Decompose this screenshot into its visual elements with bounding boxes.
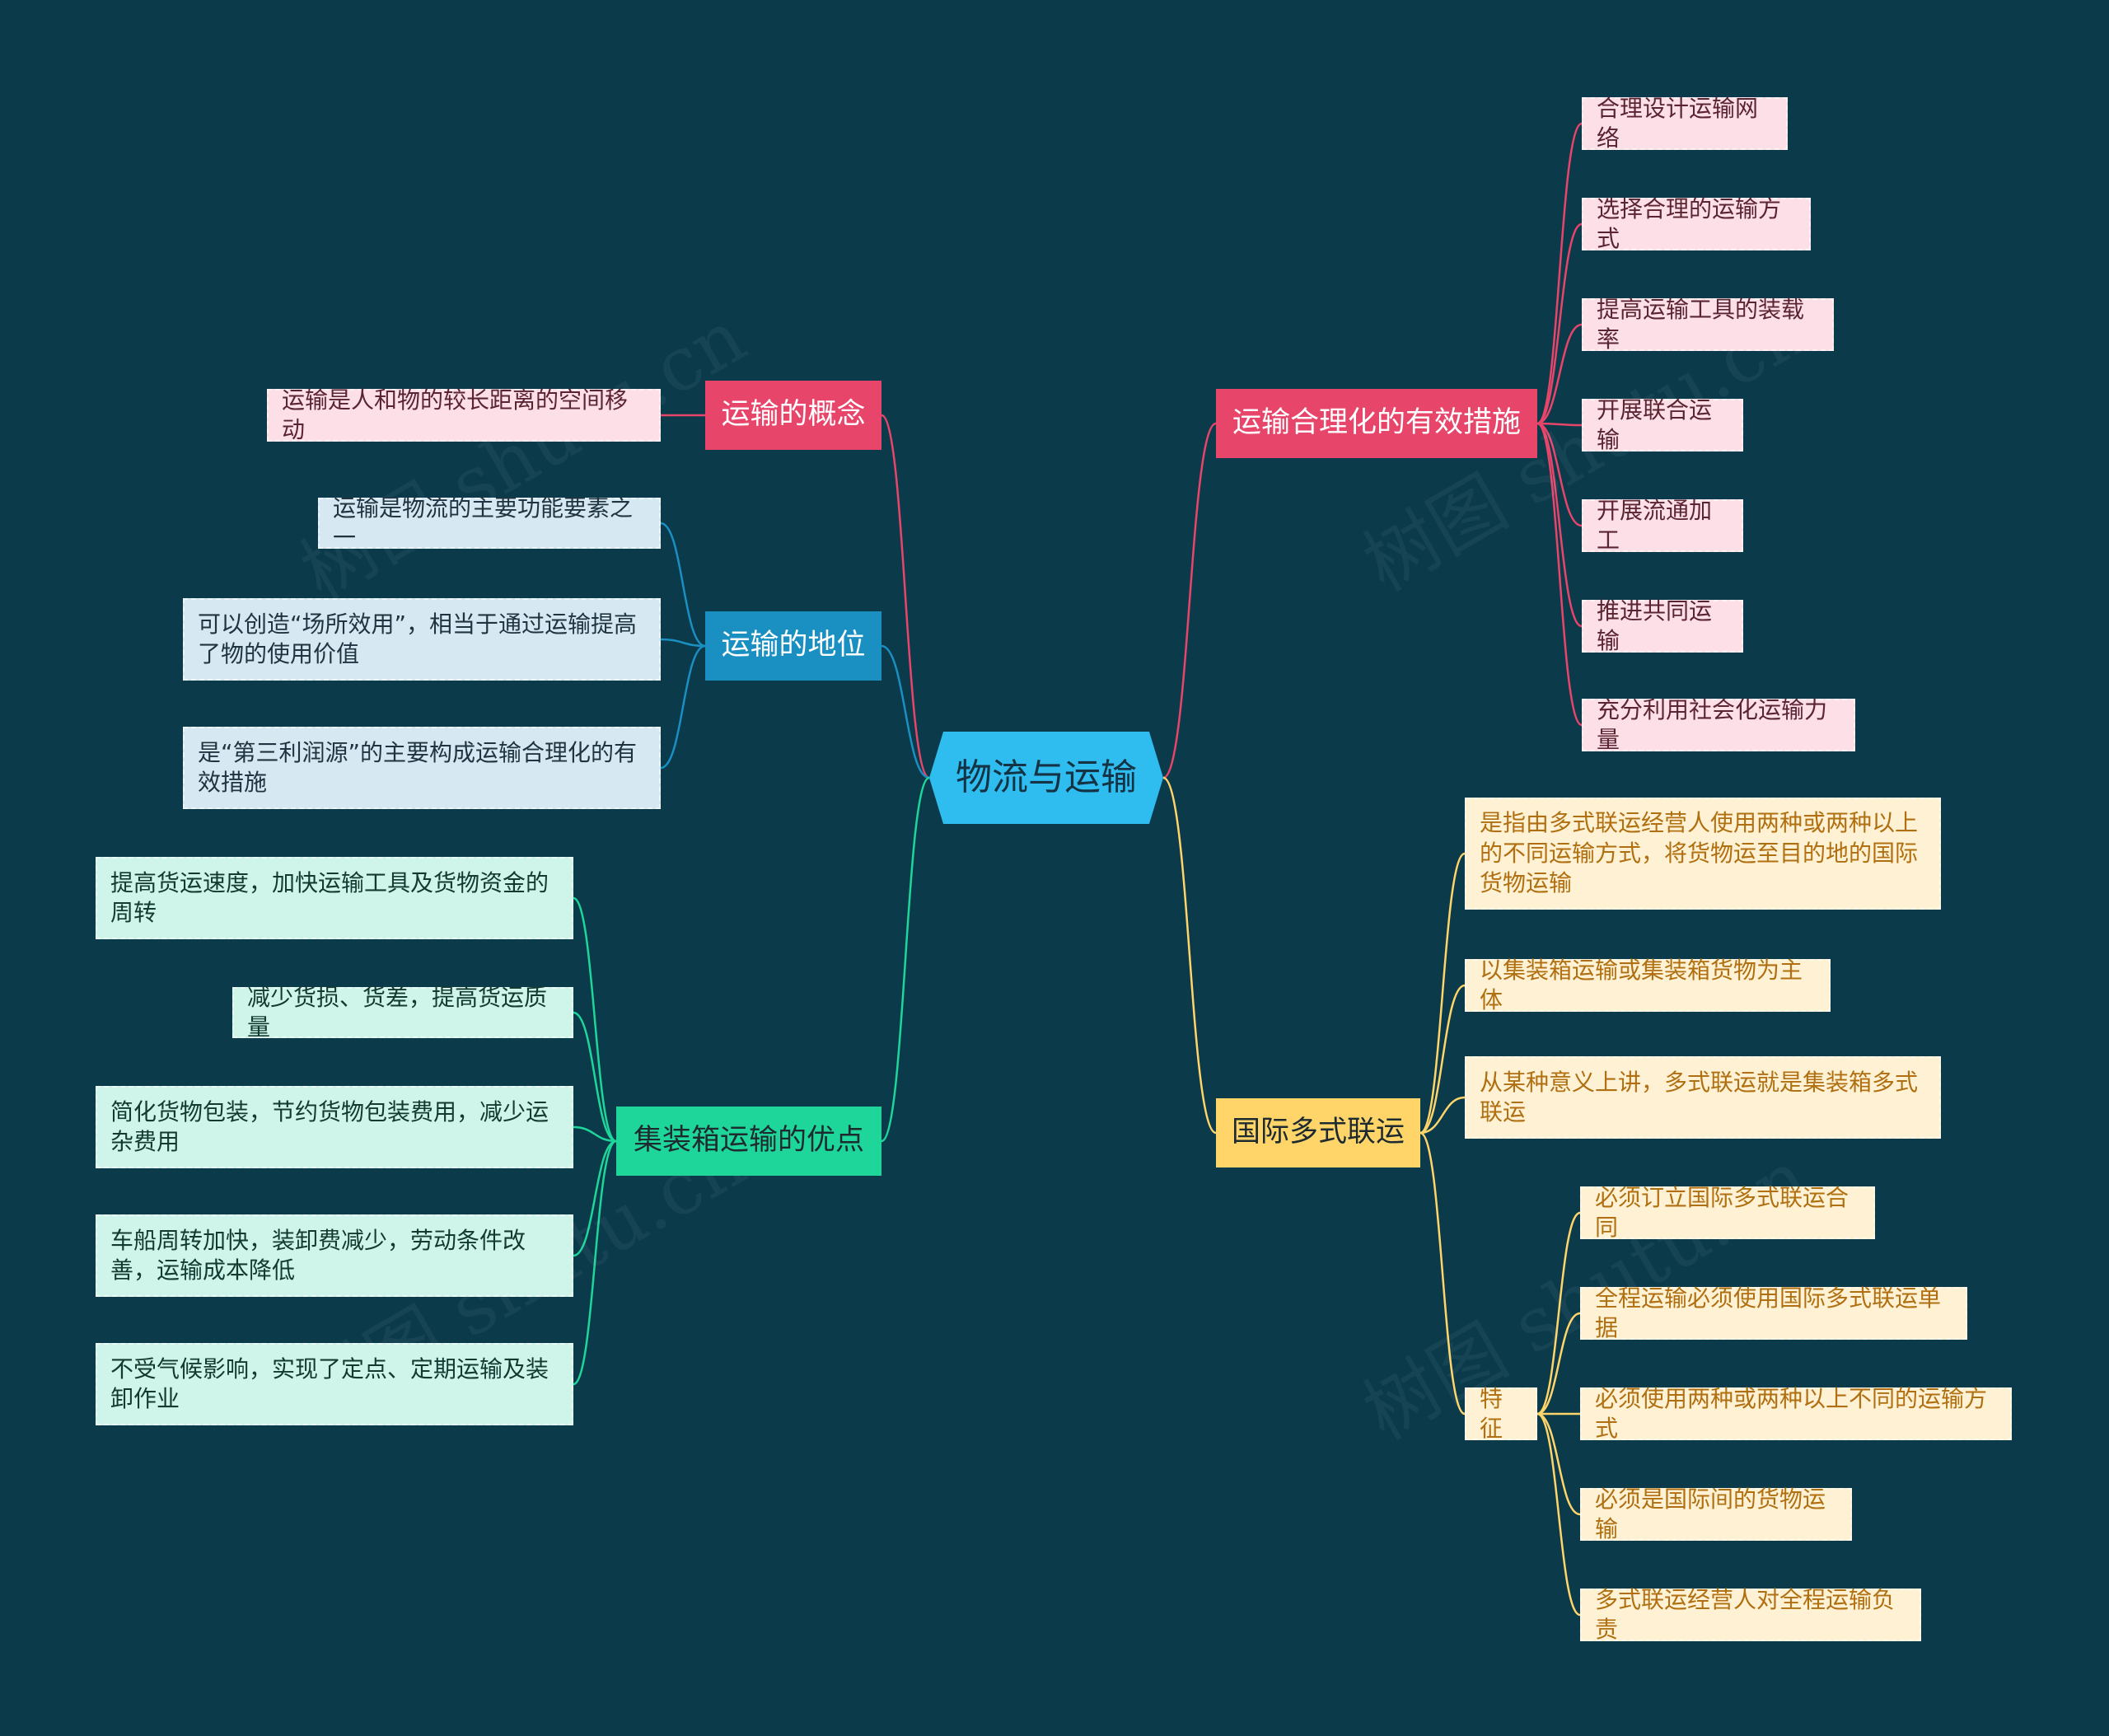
link-multimodal-item — [1419, 852, 1466, 1135]
link-position-item — [660, 644, 706, 770]
link-position-item — [660, 638, 706, 648]
link-root-container — [881, 776, 930, 1143]
link-container-item — [573, 1011, 617, 1143]
link-rational-item — [1536, 422, 1583, 727]
link-container-item — [573, 1125, 617, 1143]
rational-item[interactable]: 提高运输工具的装载率 — [1582, 296, 1834, 353]
link-feature-item — [1536, 1412, 1581, 1617]
feature-item[interactable]: 必须使用两种或两种以上不同的运输方式 — [1580, 1385, 2012, 1442]
branch-container[interactable]: 集装箱运输的优点 — [616, 1107, 881, 1176]
link-position-item — [660, 522, 706, 648]
link-container-item — [573, 1139, 617, 1257]
link-rational-item — [1536, 222, 1583, 425]
position-item[interactable]: 是“第三利润源”的主要构成运输合理化的有效措施 — [183, 727, 661, 809]
link-multimodal-item — [1419, 984, 1466, 1135]
concept-item[interactable]: 运输是人和物的较长距离的空间移动 — [267, 386, 661, 443]
feature-item[interactable]: 必须订立国际多式联运合同 — [1580, 1184, 1875, 1241]
link-feature-item — [1536, 1312, 1581, 1415]
rational-item[interactable]: 推进共同运输 — [1582, 597, 1743, 654]
link-root-position — [881, 644, 930, 779]
container-item[interactable]: 简化货物包装，节约货物包装费用，减少运杂费用 — [96, 1086, 573, 1168]
link-rational-item — [1536, 323, 1583, 425]
rational-item[interactable]: 开展流通加工 — [1582, 497, 1743, 554]
link-rational-item — [1536, 422, 1583, 527]
position-item[interactable]: 可以创造“场所效用”，相当于通过运输提高了物的使用价值 — [183, 598, 661, 681]
link-multimodal-item — [1419, 1096, 1466, 1135]
link-container-item — [573, 896, 617, 1143]
rational-item[interactable]: 开展联合运输 — [1582, 396, 1743, 453]
multimodal-item[interactable]: 以集装箱运输或集装箱货物为主体 — [1465, 957, 1831, 1013]
link-feature-item — [1536, 1412, 1581, 1516]
link-rational-item — [1536, 122, 1583, 425]
container-item[interactable]: 不受气候影响，实现了定点、定期运输及装卸作业 — [96, 1343, 573, 1425]
link-multimodal-item — [1419, 1131, 1466, 1415]
container-item[interactable]: 提高货运速度，加快运输工具及货物资金的周转 — [96, 857, 573, 939]
container-item[interactable]: 减少货损、货差，提高货运质量 — [232, 984, 573, 1041]
link-root-concept — [881, 414, 930, 779]
branch-multimodal[interactable]: 国际多式联运 — [1216, 1098, 1420, 1167]
link-rational-item — [1536, 422, 1583, 628]
link-feature-item — [1536, 1211, 1581, 1415]
multimodal-item[interactable]: 是指由多式联运经营人使用两种或两种以上的不同运输方式，将货物运至目的地的国际货物… — [1465, 798, 1941, 910]
multimodal-item[interactable]: 从某种意义上讲，多式联运就是集装箱多式联运 — [1465, 1056, 1941, 1139]
rational-item[interactable]: 选择合理的运输方式 — [1582, 195, 1811, 252]
link-root-multimodal — [1162, 776, 1217, 1135]
root-node[interactable]: 物流与运输 — [929, 732, 1163, 824]
features-node[interactable]: 特征 — [1465, 1385, 1537, 1442]
link-container-item — [573, 1139, 617, 1386]
branch-concept[interactable]: 运输的概念 — [705, 381, 881, 450]
branch-position[interactable]: 运输的地位 — [705, 611, 881, 681]
branch-rational[interactable]: 运输合理化的有效措施 — [1216, 389, 1537, 458]
link-root-rational — [1162, 422, 1217, 779]
link-rational-item — [1536, 422, 1583, 427]
rational-item[interactable]: 充分利用社会化运输力量 — [1582, 696, 1855, 753]
rational-item[interactable]: 合理设计运输网络 — [1582, 95, 1788, 152]
container-item[interactable]: 车船周转加快，装卸费减少，劳动条件改善，运输成本降低 — [96, 1214, 573, 1297]
feature-item[interactable]: 必须是国际间的货物运输 — [1580, 1486, 1852, 1542]
feature-item[interactable]: 全程运输必须使用国际多式联运单据 — [1580, 1284, 1967, 1341]
position-item[interactable]: 运输是物流的主要功能要素之一 — [318, 494, 661, 551]
feature-item[interactable]: 多式联运经营人对全程运输负责 — [1580, 1586, 1921, 1643]
